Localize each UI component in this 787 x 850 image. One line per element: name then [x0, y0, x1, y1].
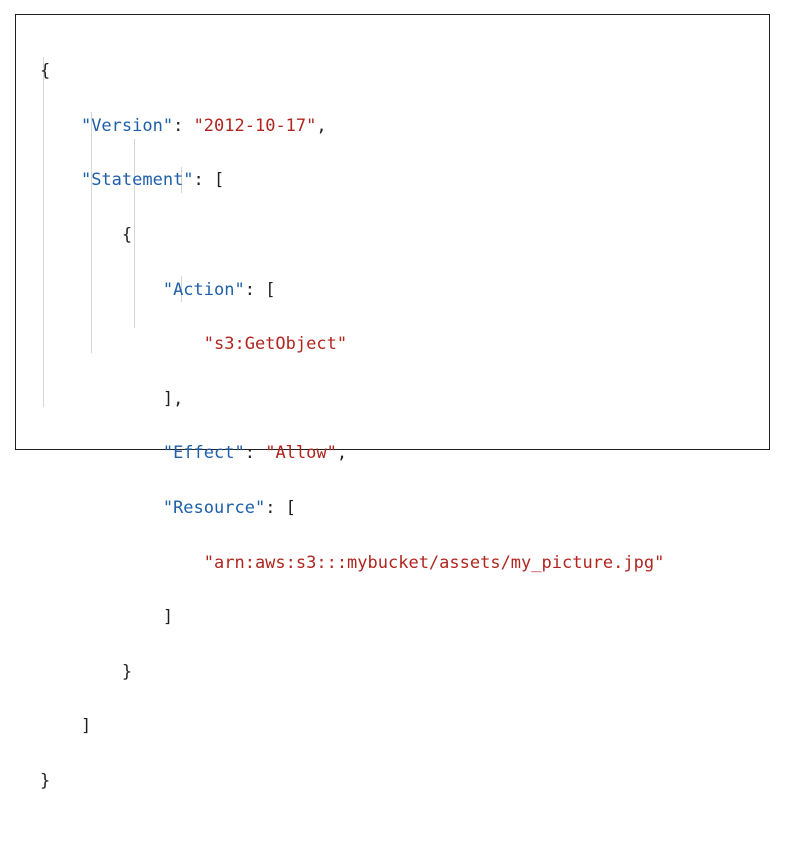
indent-guide-level-2 [91, 112, 92, 353]
statement-open-brace: { [121, 225, 133, 246]
code-line-4: { [40, 222, 664, 249]
colon: : [244, 279, 266, 300]
code-line-8: "Effect": "Allow", [40, 440, 664, 467]
colon: : [173, 115, 194, 136]
effect-key: "Effect" [162, 443, 245, 464]
code-line-9: "Resource": [ [40, 495, 664, 522]
code-line-3: "Statement": [ [40, 167, 664, 194]
action-open-bracket: [ [265, 279, 276, 300]
indent-guide-level-1 [43, 57, 44, 407]
indent-guide-action [181, 167, 182, 193]
action-key: "Action" [162, 279, 245, 300]
indent-guide-resource [181, 276, 182, 302]
statement-open-bracket: [ [214, 170, 225, 191]
resource-close-bracket: ] [162, 607, 174, 628]
colon: : [193, 170, 215, 191]
json-policy: { "Version": "2012-10-17", "Statement": … [40, 31, 664, 850]
statement-close-bracket: ] [80, 716, 92, 737]
code-line-14: } [40, 768, 664, 795]
code-line-6: "s3:GetObject" [40, 331, 664, 358]
comma: , [336, 443, 348, 464]
code-line-7: ], [40, 386, 664, 413]
resource-value: "arn:aws:s3:::mybucket/assets/my_picture… [203, 552, 665, 573]
code-line-10: "arn:aws:s3:::mybucket/assets/my_picture… [40, 550, 665, 577]
version-key: "Version" [80, 115, 174, 136]
open-brace: { [40, 61, 51, 82]
effect-value: "Allow" [265, 443, 337, 464]
colon: : [265, 498, 286, 519]
statement-key: "Statement" [80, 170, 194, 191]
code-line-2: "Version": "2012-10-17", [40, 113, 664, 140]
code-line-12: } [40, 659, 664, 686]
colon: : [244, 443, 266, 464]
code-line-13: ] [40, 713, 664, 740]
code-line-5: "Action": [ [40, 277, 664, 304]
resource-open-bracket: [ [285, 498, 296, 519]
action-close-bracket: ], [162, 388, 184, 409]
code-block: { "Version": "2012-10-17", "Statement": … [15, 14, 770, 791]
version-value: "2012-10-17" [193, 115, 317, 136]
code-line-11: ] [40, 604, 664, 631]
indent-guide-level-3 [134, 139, 135, 328]
comma: , [316, 115, 327, 136]
code-line-1: { [40, 58, 664, 85]
resource-key: "Resource" [162, 498, 266, 519]
close-brace: } [40, 771, 51, 792]
action-value: "s3:GetObject" [203, 334, 348, 355]
statement-close-brace: } [121, 661, 133, 682]
